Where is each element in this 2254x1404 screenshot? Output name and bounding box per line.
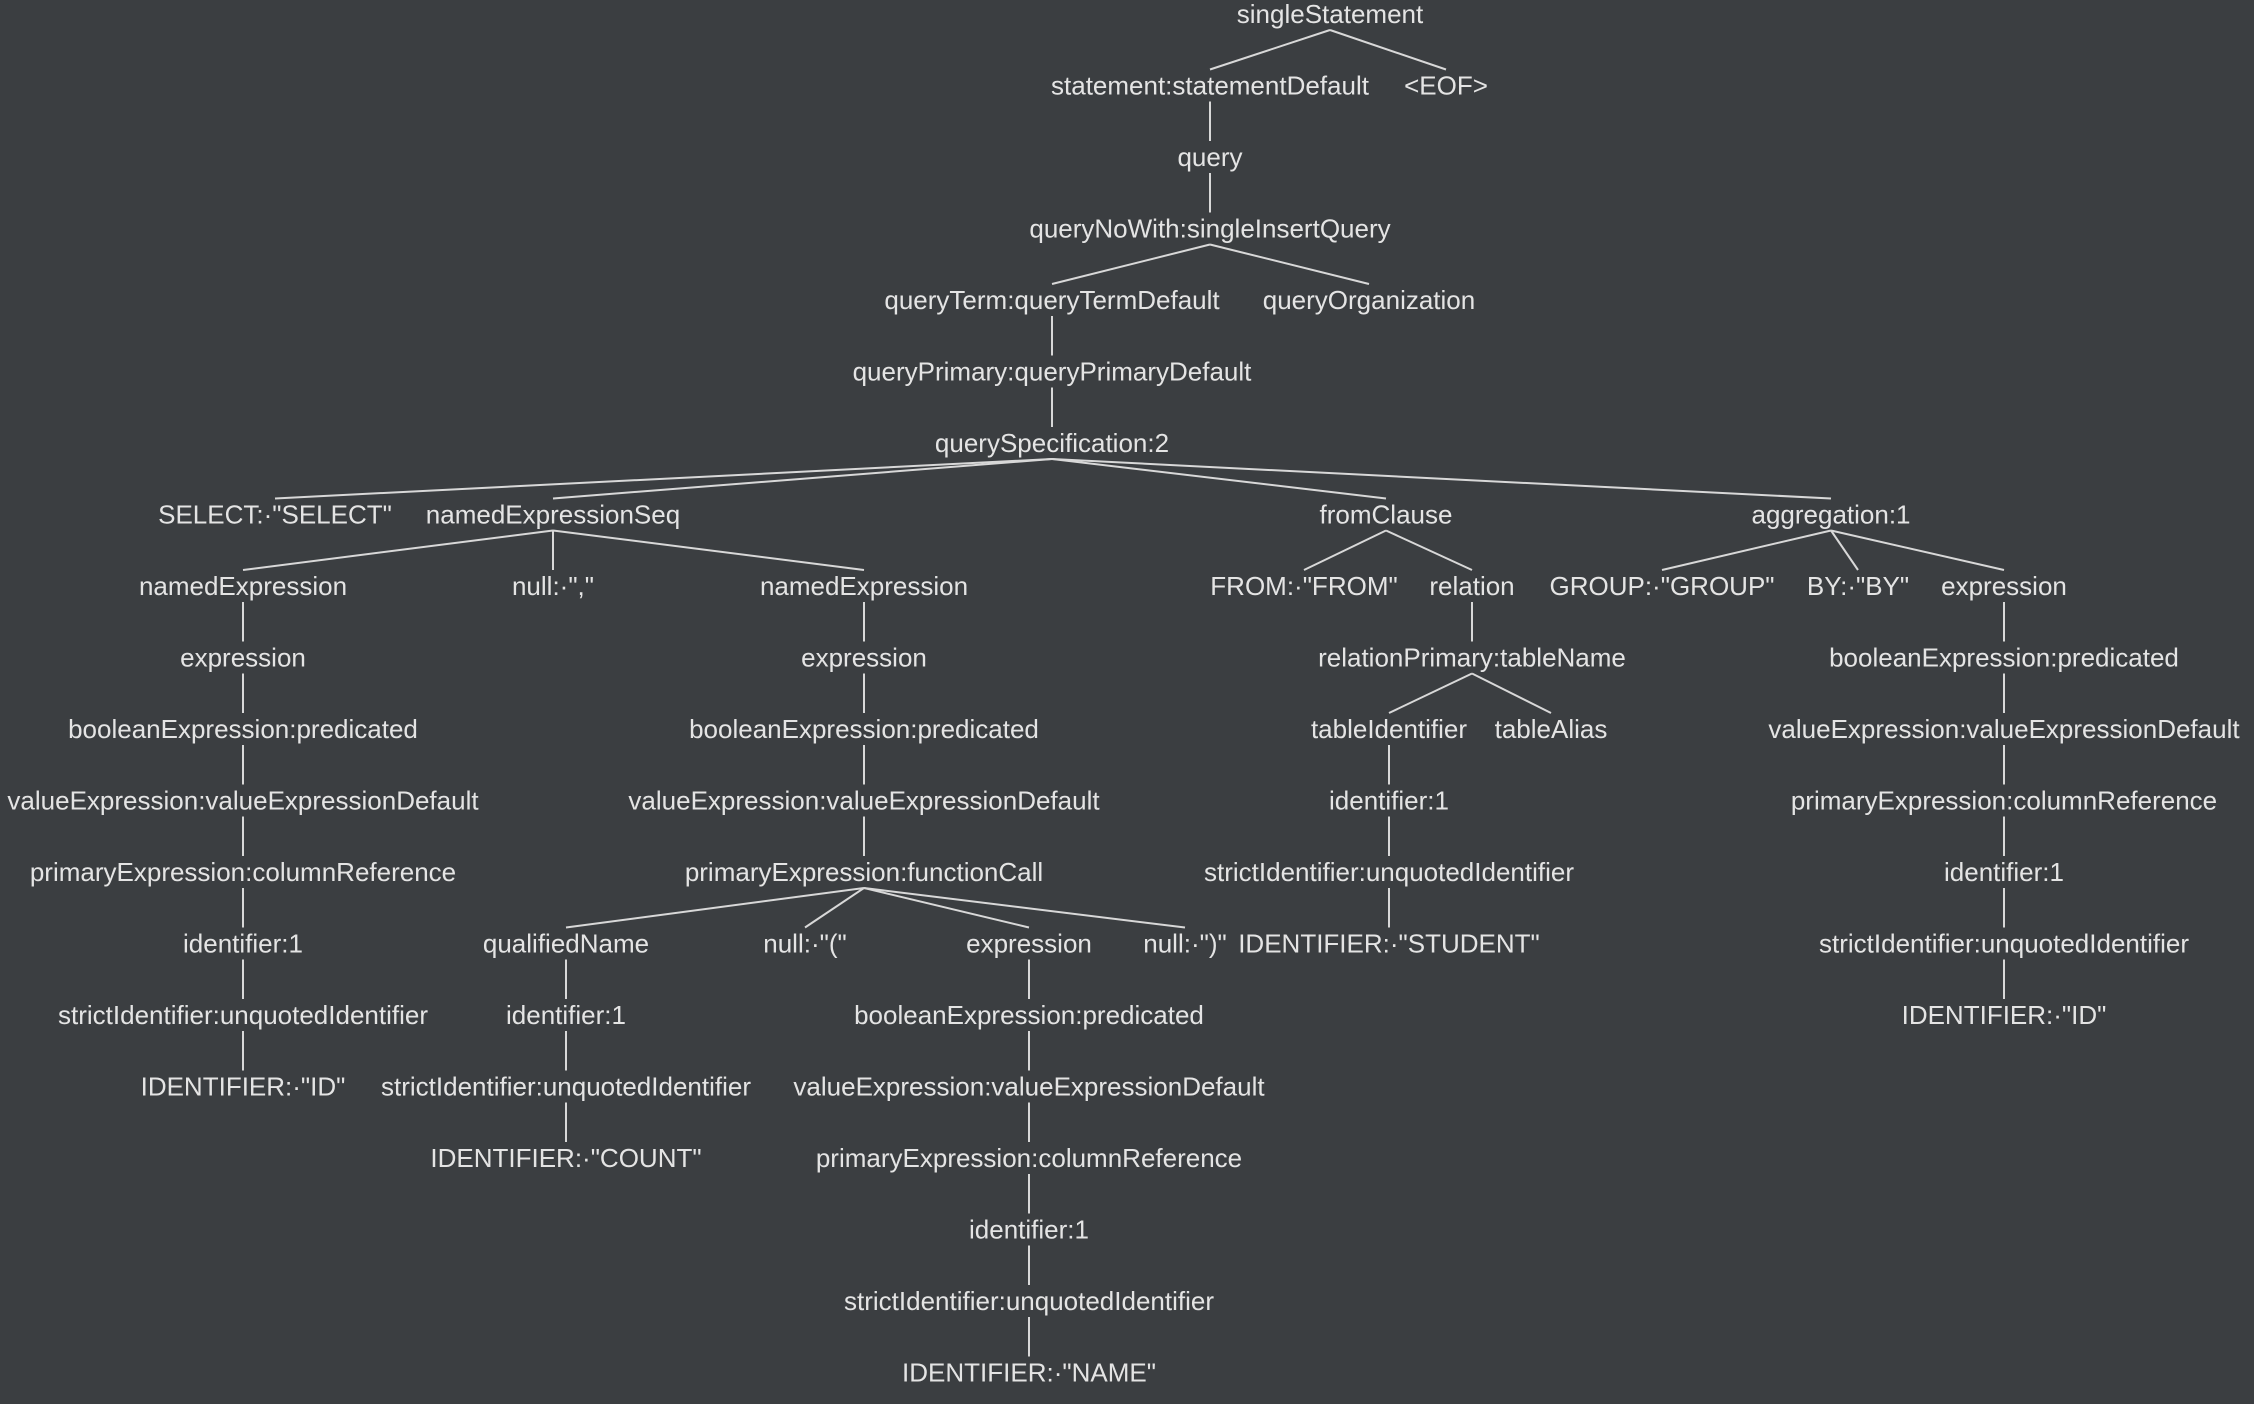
tree-edge	[1329, 29, 1447, 71]
tree-node-null: null:·","	[512, 571, 594, 601]
tree-node-strictidentifier-unquotedidentifier: strictIdentifier:unquotedIdentifier	[1819, 929, 2189, 959]
tree-node-namedexpressionseq: namedExpressionSeq	[426, 500, 680, 530]
tree-node-relationprimary-tablename: relationPrimary:tableName	[1318, 643, 1626, 673]
tree-edge	[1209, 243, 1370, 285]
tree-edge	[1830, 529, 2005, 571]
tree-node-null: null:·"("	[763, 929, 846, 959]
tree-node-qualifiedname: qualifiedName	[483, 929, 649, 959]
tree-edge	[863, 887, 1030, 929]
tree-node-booleanexpression-predicated: booleanExpression:predicated	[68, 714, 418, 744]
tree-node-queryorganization: queryOrganization	[1263, 285, 1475, 315]
tree-node-namedexpression: namedExpression	[139, 571, 347, 601]
tree-node-strictidentifier-unquotedidentifier: strictIdentifier:unquotedIdentifier	[58, 1000, 428, 1030]
tree-node-expression: expression	[966, 929, 1092, 959]
tree-node-queryprimary-queryprimarydefault: queryPrimary:queryPrimaryDefault	[853, 357, 1253, 387]
tree-node-singlestatement: singleStatement	[1237, 0, 1424, 29]
tree-node-booleanexpression-predicated: booleanExpression:predicated	[1829, 643, 2179, 673]
tree-edge	[242, 529, 554, 571]
tree-node-valueexpression-valueexpressiondefault: valueExpression:valueExpressionDefault	[1768, 714, 2240, 744]
tree-node-identifier-student: IDENTIFIER:·"STUDENT"	[1238, 929, 1540, 959]
tree-node-tableidentifier: tableIdentifier	[1311, 714, 1467, 744]
tree-node-primaryexpression-columnreference: primaryExpression:columnReference	[30, 857, 456, 887]
tree-node-expression: expression	[1941, 571, 2067, 601]
tree-node-queryspecification-2: querySpecification:2	[935, 428, 1169, 458]
tree-node-expression: expression	[801, 643, 927, 673]
tree-node-valueexpression-valueexpressiondefault: valueExpression:valueExpressionDefault	[793, 1072, 1265, 1102]
tree-edge	[1051, 243, 1211, 285]
tree-edge	[1303, 529, 1387, 571]
tree-edge	[565, 887, 865, 929]
tree-node-identifier-1: identifier:1	[1329, 786, 1449, 816]
tree-edge	[274, 458, 1053, 500]
tree-node-identifier-1: identifier:1	[506, 1000, 626, 1030]
tree-node-primaryexpression-columnreference: primaryExpression:columnReference	[816, 1143, 1242, 1173]
tree-node-strictidentifier-unquotedidentifier: strictIdentifier:unquotedIdentifier	[1204, 857, 1574, 887]
tree-node-identifier-1: identifier:1	[969, 1215, 1089, 1245]
tree-edge	[1209, 29, 1331, 71]
tree-edge	[863, 887, 1186, 929]
tree-node-query: query	[1177, 142, 1242, 172]
tree-node-tablealias: tableAlias	[1495, 714, 1608, 744]
tree-node-identifier-id: IDENTIFIER:·"ID"	[1902, 1000, 2107, 1030]
tree-node-expression: expression	[180, 643, 306, 673]
tree-edge	[1051, 458, 1832, 500]
tree-edge	[1830, 529, 1859, 571]
tree-node-valueexpression-valueexpressiondefault: valueExpression:valueExpressionDefault	[7, 786, 479, 816]
tree-node-identifier-count: IDENTIFIER:·"COUNT"	[430, 1143, 701, 1173]
tree-edge	[1471, 672, 1552, 714]
tree-node-queryterm-querytermdefault: queryTerm:queryTermDefault	[884, 285, 1220, 315]
tree-node-identifier-id: IDENTIFIER:·"ID"	[141, 1072, 346, 1102]
tree-node-namedexpression: namedExpression	[760, 571, 968, 601]
tree-edge	[1661, 529, 1832, 571]
tree-node-booleanexpression-predicated: booleanExpression:predicated	[854, 1000, 1204, 1030]
tree-node-null: null:·")"	[1143, 929, 1226, 959]
tree-edge	[1385, 529, 1473, 571]
tree-node-primaryexpression-columnreference: primaryExpression:columnReference	[1791, 786, 2217, 816]
tree-node-select-select: SELECT:·"SELECT"	[158, 500, 392, 530]
tree-node-identifier-1: identifier:1	[1944, 857, 2064, 887]
tree-edge	[1051, 458, 1387, 500]
tree-node-statement-statementdefault: statement:statementDefault	[1051, 71, 1370, 101]
tree-node-booleanexpression-predicated: booleanExpression:predicated	[689, 714, 1039, 744]
tree-node-fromclause: fromClause	[1320, 500, 1453, 530]
tree-node-identifier-name: IDENTIFIER:·"NAME"	[902, 1358, 1156, 1388]
tree-node-strictidentifier-unquotedidentifier: strictIdentifier:unquotedIdentifier	[844, 1286, 1214, 1316]
tree-node-querynowith-singleinsertquery: queryNoWith:singleInsertQuery	[1029, 214, 1390, 244]
tree-node-from-from: FROM:·"FROM"	[1210, 571, 1397, 601]
tree-nodes: singleStatement statement:statementDefaul…	[7, 0, 2240, 1388]
tree-edges	[242, 29, 2005, 1357]
tree-node-identifier-1: identifier:1	[183, 929, 303, 959]
tree-edge	[552, 458, 1053, 500]
tree-edge	[552, 529, 865, 571]
tree-edge	[1388, 672, 1473, 714]
tree-node-aggregation-1: aggregation:1	[1751, 500, 1910, 530]
tree-node-primaryexpression-functioncall: primaryExpression:functionCall	[685, 857, 1043, 887]
tree-node-relation: relation	[1429, 571, 1514, 601]
tree-node-eof: <EOF>	[1404, 71, 1488, 101]
tree-node-valueexpression-valueexpressiondefault: valueExpression:valueExpressionDefault	[628, 786, 1100, 816]
tree-edge	[804, 887, 865, 929]
tree-node-by-by: BY:·"BY"	[1807, 571, 1909, 601]
tree-node-strictidentifier-unquotedidentifier: strictIdentifier:unquotedIdentifier	[381, 1072, 751, 1102]
tree-node-group-group: GROUP:·"GROUP"	[1549, 571, 1774, 601]
